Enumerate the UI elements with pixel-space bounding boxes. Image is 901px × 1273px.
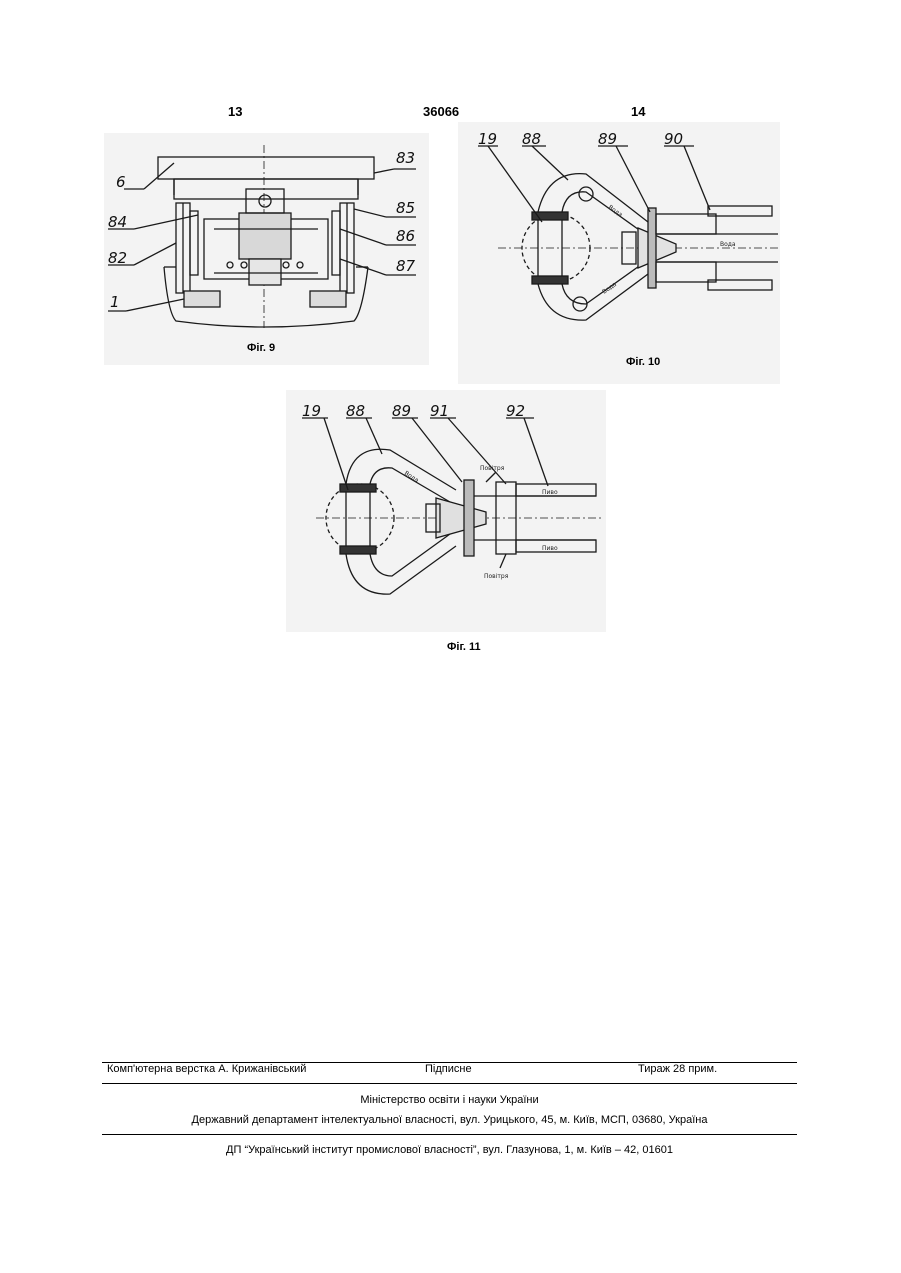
figure-11-drawing: Повітря Пиво Вода Повітря Пиво 19 88 89 … <box>286 390 606 632</box>
page-number-right: 14 <box>631 104 645 119</box>
caption-fig-11: Фіг. 11 <box>447 641 481 653</box>
caption-fig-10: Фіг. 10 <box>626 356 660 368</box>
caption-fig-9: Фіг. 9 <box>247 342 275 354</box>
pipe-text-beer-top: Пиво <box>542 489 558 496</box>
figure-9-drawing: 6 83 84 85 82 86 87 1 <box>104 133 429 365</box>
label-89: 89 <box>598 130 617 148</box>
label-84: 84 <box>108 213 127 231</box>
pipe-text-air-bottom: Повітря <box>484 573 509 580</box>
pipe-text-beer-bottom: Пиво <box>542 545 558 552</box>
label-90: 90 <box>664 130 683 148</box>
label-88: 88 <box>522 130 541 148</box>
label-87: 87 <box>396 257 416 275</box>
pipe-text-air-top: Повітря <box>480 465 505 472</box>
pipe-text-water: Вода <box>403 470 420 485</box>
label-19: 19 <box>302 402 321 420</box>
label-6: 6 <box>116 173 126 191</box>
patent-number: 36066 <box>423 104 459 119</box>
typesetting-credit: Комп'ютерна верстка А. Крижанівський <box>107 1063 306 1075</box>
figure-10: Вода Вода Вода 19 88 89 90 <box>458 122 780 384</box>
label-88: 88 <box>346 402 365 420</box>
footer-rule-bottom <box>102 1134 797 1135</box>
figure-9: 6 83 84 85 82 86 87 1 <box>104 133 429 365</box>
figure-11: Повітря Пиво Вода Повітря Пиво 19 88 89 … <box>286 390 606 632</box>
institute-line: ДП “Український інститут промислової вла… <box>102 1144 797 1156</box>
label-1: 1 <box>110 293 120 311</box>
figure-10-drawing: Вода Вода Вода 19 88 89 90 <box>458 122 780 384</box>
page-number-left: 13 <box>228 104 242 119</box>
circulation-note: Тираж 28 прим. <box>638 1063 717 1075</box>
label-86: 86 <box>396 227 415 245</box>
label-92: 92 <box>506 402 525 420</box>
label-83: 83 <box>396 149 415 167</box>
label-82: 82 <box>108 249 127 267</box>
footer-rule-middle <box>102 1083 797 1084</box>
label-89: 89 <box>392 402 411 420</box>
pipe-text-outlet: Вода <box>720 241 736 248</box>
label-85: 85 <box>396 199 415 217</box>
label-19: 19 <box>478 130 497 148</box>
ministry-line: Міністерство освіти і науки України <box>102 1094 797 1106</box>
department-line: Державний департамент інтелектуальної вл… <box>102 1114 797 1126</box>
label-91: 91 <box>430 402 449 420</box>
subscription-note: Підписне <box>425 1063 472 1075</box>
